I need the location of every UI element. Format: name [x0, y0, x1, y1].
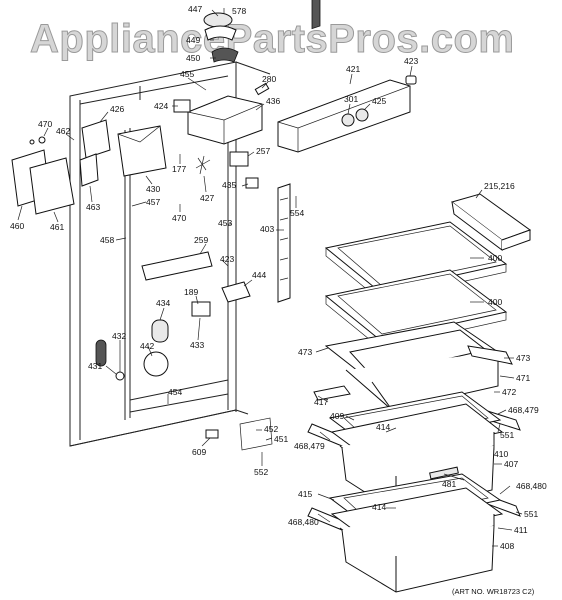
callout-451: 451: [274, 434, 288, 444]
callout-257: 257: [256, 146, 270, 156]
callout-472: 472: [502, 387, 516, 397]
callout-452: 452: [264, 424, 278, 434]
control-housing: [187, 82, 270, 145]
leader-lines: [17, 9, 523, 547]
callout-407: 407: [504, 459, 518, 469]
control-knob-assembly: [203, 8, 239, 63]
shelf-ladder: [277, 183, 291, 303]
callout-468-480-upper: 468,480: [516, 481, 547, 491]
callout-410: 410: [494, 449, 508, 459]
callout-414-upper: 414: [376, 422, 390, 432]
dairy-bin: [450, 193, 532, 251]
callout-462: 462: [56, 126, 70, 136]
snack-pan: [324, 321, 500, 411]
art-number: (ART NO. WR18723 C2): [452, 587, 535, 596]
callout-433: 433: [190, 340, 204, 350]
glass-shelf-lower: [324, 269, 508, 349]
light-socket-assembly: [29, 99, 191, 177]
callout-labels: 447 578 449 450 280 421 423 455 436 301 …: [10, 4, 547, 551]
callout-450: 450: [186, 53, 200, 63]
callout-434: 434: [156, 298, 170, 308]
callout-449: 449: [186, 35, 200, 45]
callout-444: 444: [252, 270, 266, 280]
callout-414-lower: 414: [372, 502, 386, 512]
callout-458: 458: [100, 235, 114, 245]
callout-551-upper: 551: [500, 430, 514, 440]
cabinet-liner: [69, 61, 271, 447]
crisper-drawer-lower: [330, 487, 504, 593]
callout-457: 457: [146, 197, 160, 207]
callout-189: 189: [184, 287, 198, 297]
callout-403: 403: [260, 224, 274, 234]
callout-551-lower: 551: [524, 509, 538, 519]
callout-421: 421: [346, 64, 360, 74]
callout-436: 436: [266, 96, 280, 106]
callout-447: 447: [188, 4, 202, 14]
callout-609: 609: [192, 447, 206, 457]
callout-468-479-upper: 468,479: [508, 405, 539, 415]
callout-409: 409: [330, 411, 344, 421]
callout-425: 425: [372, 96, 386, 106]
callout-481: 481: [442, 479, 456, 489]
callout-427: 427: [200, 193, 214, 203]
callout-411: 411: [514, 525, 528, 535]
thermostat-assembly: [195, 151, 259, 189]
callout-177: 177: [172, 164, 186, 174]
callout-473-right: 473: [516, 353, 530, 363]
callout-426: 426: [110, 104, 124, 114]
callout-423-upper: 423: [404, 56, 418, 66]
evaporator-cover-parts: [95, 251, 273, 451]
callout-280: 280: [262, 74, 276, 84]
callout-415: 415: [298, 489, 312, 499]
callout-432: 432: [112, 331, 126, 341]
callout-430: 430: [146, 184, 160, 194]
callout-423-lower: 423: [220, 254, 234, 264]
callout-554: 554: [290, 208, 304, 218]
callout-468-479-lower: 468,479: [294, 441, 325, 451]
callout-468-480-lower: 468,480: [288, 517, 319, 527]
callout-470-upper: 470: [38, 119, 52, 129]
callout-461: 461: [50, 222, 64, 232]
light-shield-parts: [11, 149, 99, 215]
callout-408: 408: [500, 541, 514, 551]
callout-453: 453: [218, 218, 232, 228]
callout-578: 578: [232, 6, 246, 16]
callout-473-left: 473: [298, 347, 312, 357]
callout-460: 460: [10, 221, 24, 231]
callout-259: 259: [194, 235, 208, 245]
callout-470-lower: 470: [172, 213, 186, 223]
callout-552: 552: [254, 467, 268, 477]
control-panel-bracket: [277, 0, 417, 153]
watermark: AppliancePartsPros.com: [30, 17, 515, 61]
callout-463: 463: [86, 202, 100, 212]
callout-442: 442: [140, 341, 154, 351]
callout-454: 454: [168, 387, 182, 397]
callout-400-upper: 400: [488, 253, 502, 263]
callout-455: 455: [180, 69, 194, 79]
callout-431: 431: [88, 361, 102, 371]
callout-435: 435: [222, 180, 236, 190]
callout-417: 417: [314, 397, 328, 407]
callout-301: 301: [344, 94, 358, 104]
callout-424: 424: [154, 101, 168, 111]
callout-215-216: 215,216: [484, 181, 515, 191]
callout-471: 471: [516, 373, 530, 383]
callout-400-lower: 400: [488, 297, 502, 307]
